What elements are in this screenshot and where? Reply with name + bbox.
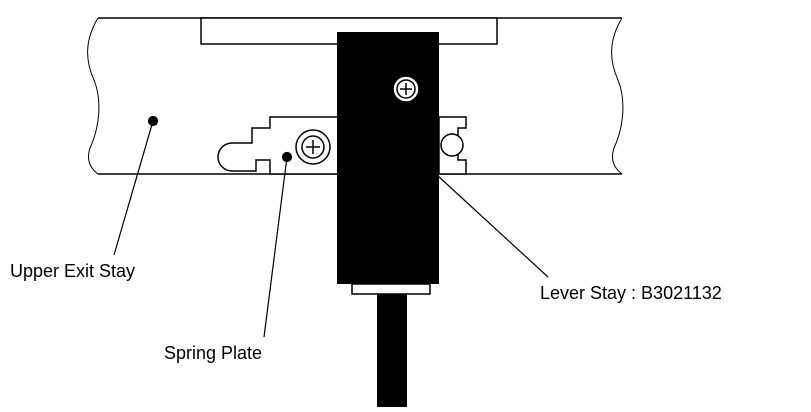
upper-exit-stay-leader-line	[113, 120, 154, 256]
label-upper-exit-stay: Upper Exit Stay	[10, 261, 135, 281]
spring-plate-leader-line	[263, 156, 288, 338]
leaders	[113, 115, 549, 338]
right-break-line	[611, 17, 624, 175]
left-break-line	[87, 17, 100, 175]
spring-plate-roller	[440, 133, 464, 157]
lever-shaft	[377, 294, 407, 407]
lever-collar	[351, 283, 431, 295]
label-lever-stay: Lever Stay : B3021132	[540, 283, 722, 303]
lever-stay-screw-icon	[392, 75, 420, 103]
label-spring-plate: Spring Plate	[164, 343, 262, 363]
lever-stay-leader-line	[437, 175, 549, 278]
spring-plate-screw-icon	[295, 129, 331, 165]
lever-stay	[337, 32, 439, 407]
